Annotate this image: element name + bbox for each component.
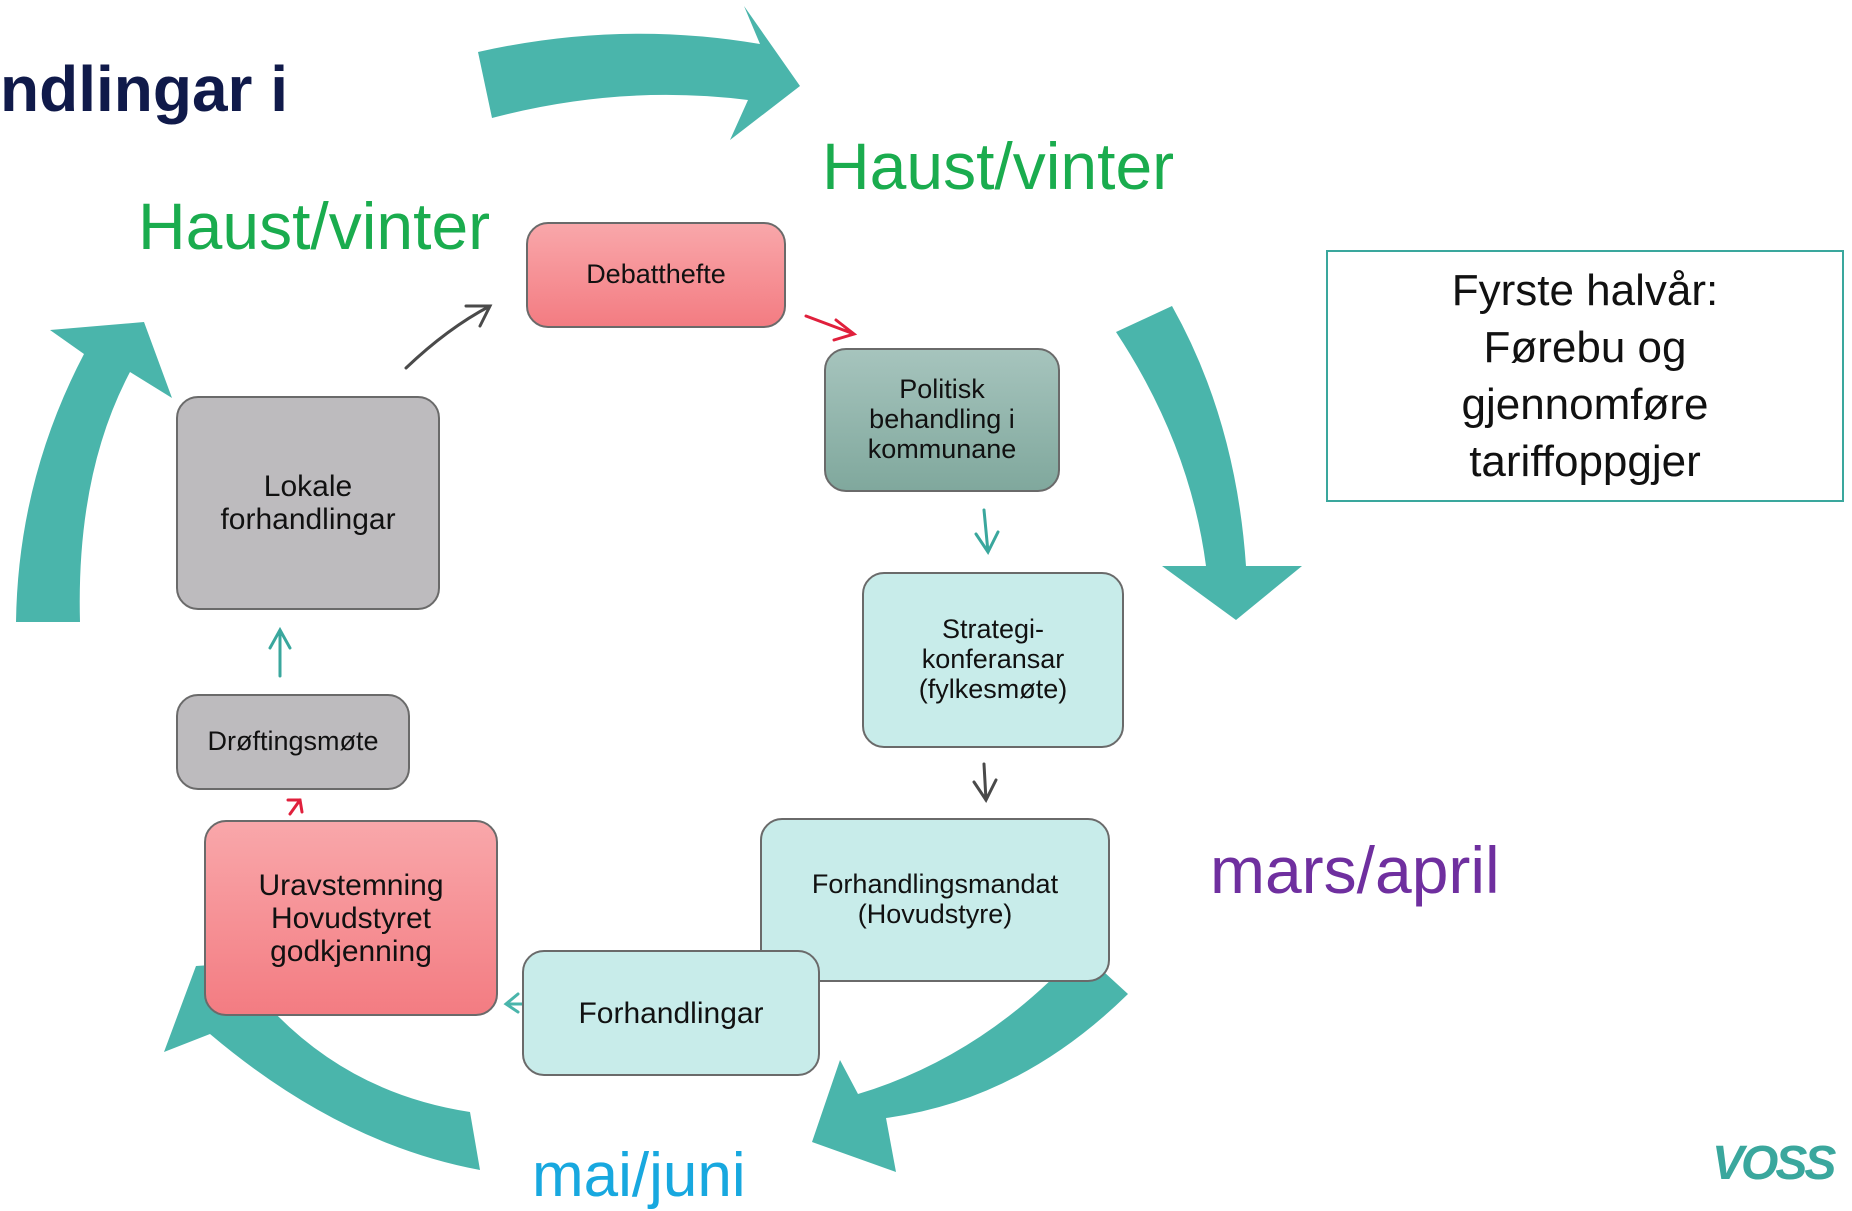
box-politisk-behandling: Politisk behandling i kommunane [824, 348, 1060, 492]
cycle-arrow-bottom-right [812, 950, 1128, 1172]
season-label-mars-april: mars/april [1210, 833, 1500, 907]
box-droftingsmote: Drøftingsmøte [176, 694, 410, 790]
connector-lokale-debatt [404, 304, 493, 370]
box-forhandlingsmandat: Forhandlingsmandat (Hovudstyre) [760, 818, 1110, 982]
connector-drofting-lokale [268, 626, 292, 678]
connector-forh-urav [503, 992, 524, 1014]
connector-debatt-politisk [804, 314, 858, 342]
season-label-mai-juni: mai/juni [532, 1141, 746, 1210]
box-strategikonferansar: Strategi-konferansar (fylkesmøte) [862, 572, 1124, 748]
season-label-haust-vinter-left: Haust/vinter [138, 189, 491, 263]
box-debatthefte: Debatthefte [526, 222, 786, 328]
cycle-arrow-top [478, 6, 800, 140]
voss-logo: VOSS [1712, 1137, 1836, 1190]
connector-politisk-strategi [974, 508, 1000, 555]
connector-strategi-mandat [972, 762, 998, 803]
box-uravstemning: Uravstemning Hovudstyret godkjenning [204, 820, 498, 1016]
box-lokale-forhandlingar: Lokale forhandlingar [176, 396, 440, 610]
note-box: Fyrste halvår: Førebu og gjennomføre tar… [1326, 250, 1844, 502]
cycle-arrow-left [16, 322, 172, 622]
box-forhandlingar: Forhandlingar [522, 950, 820, 1076]
cycle-arrow-right [1116, 306, 1302, 620]
season-label-haust-vinter-right: Haust/vinter [822, 129, 1175, 203]
connector-urav-drofting [286, 798, 304, 816]
page-title: ndlingar i [0, 53, 288, 125]
